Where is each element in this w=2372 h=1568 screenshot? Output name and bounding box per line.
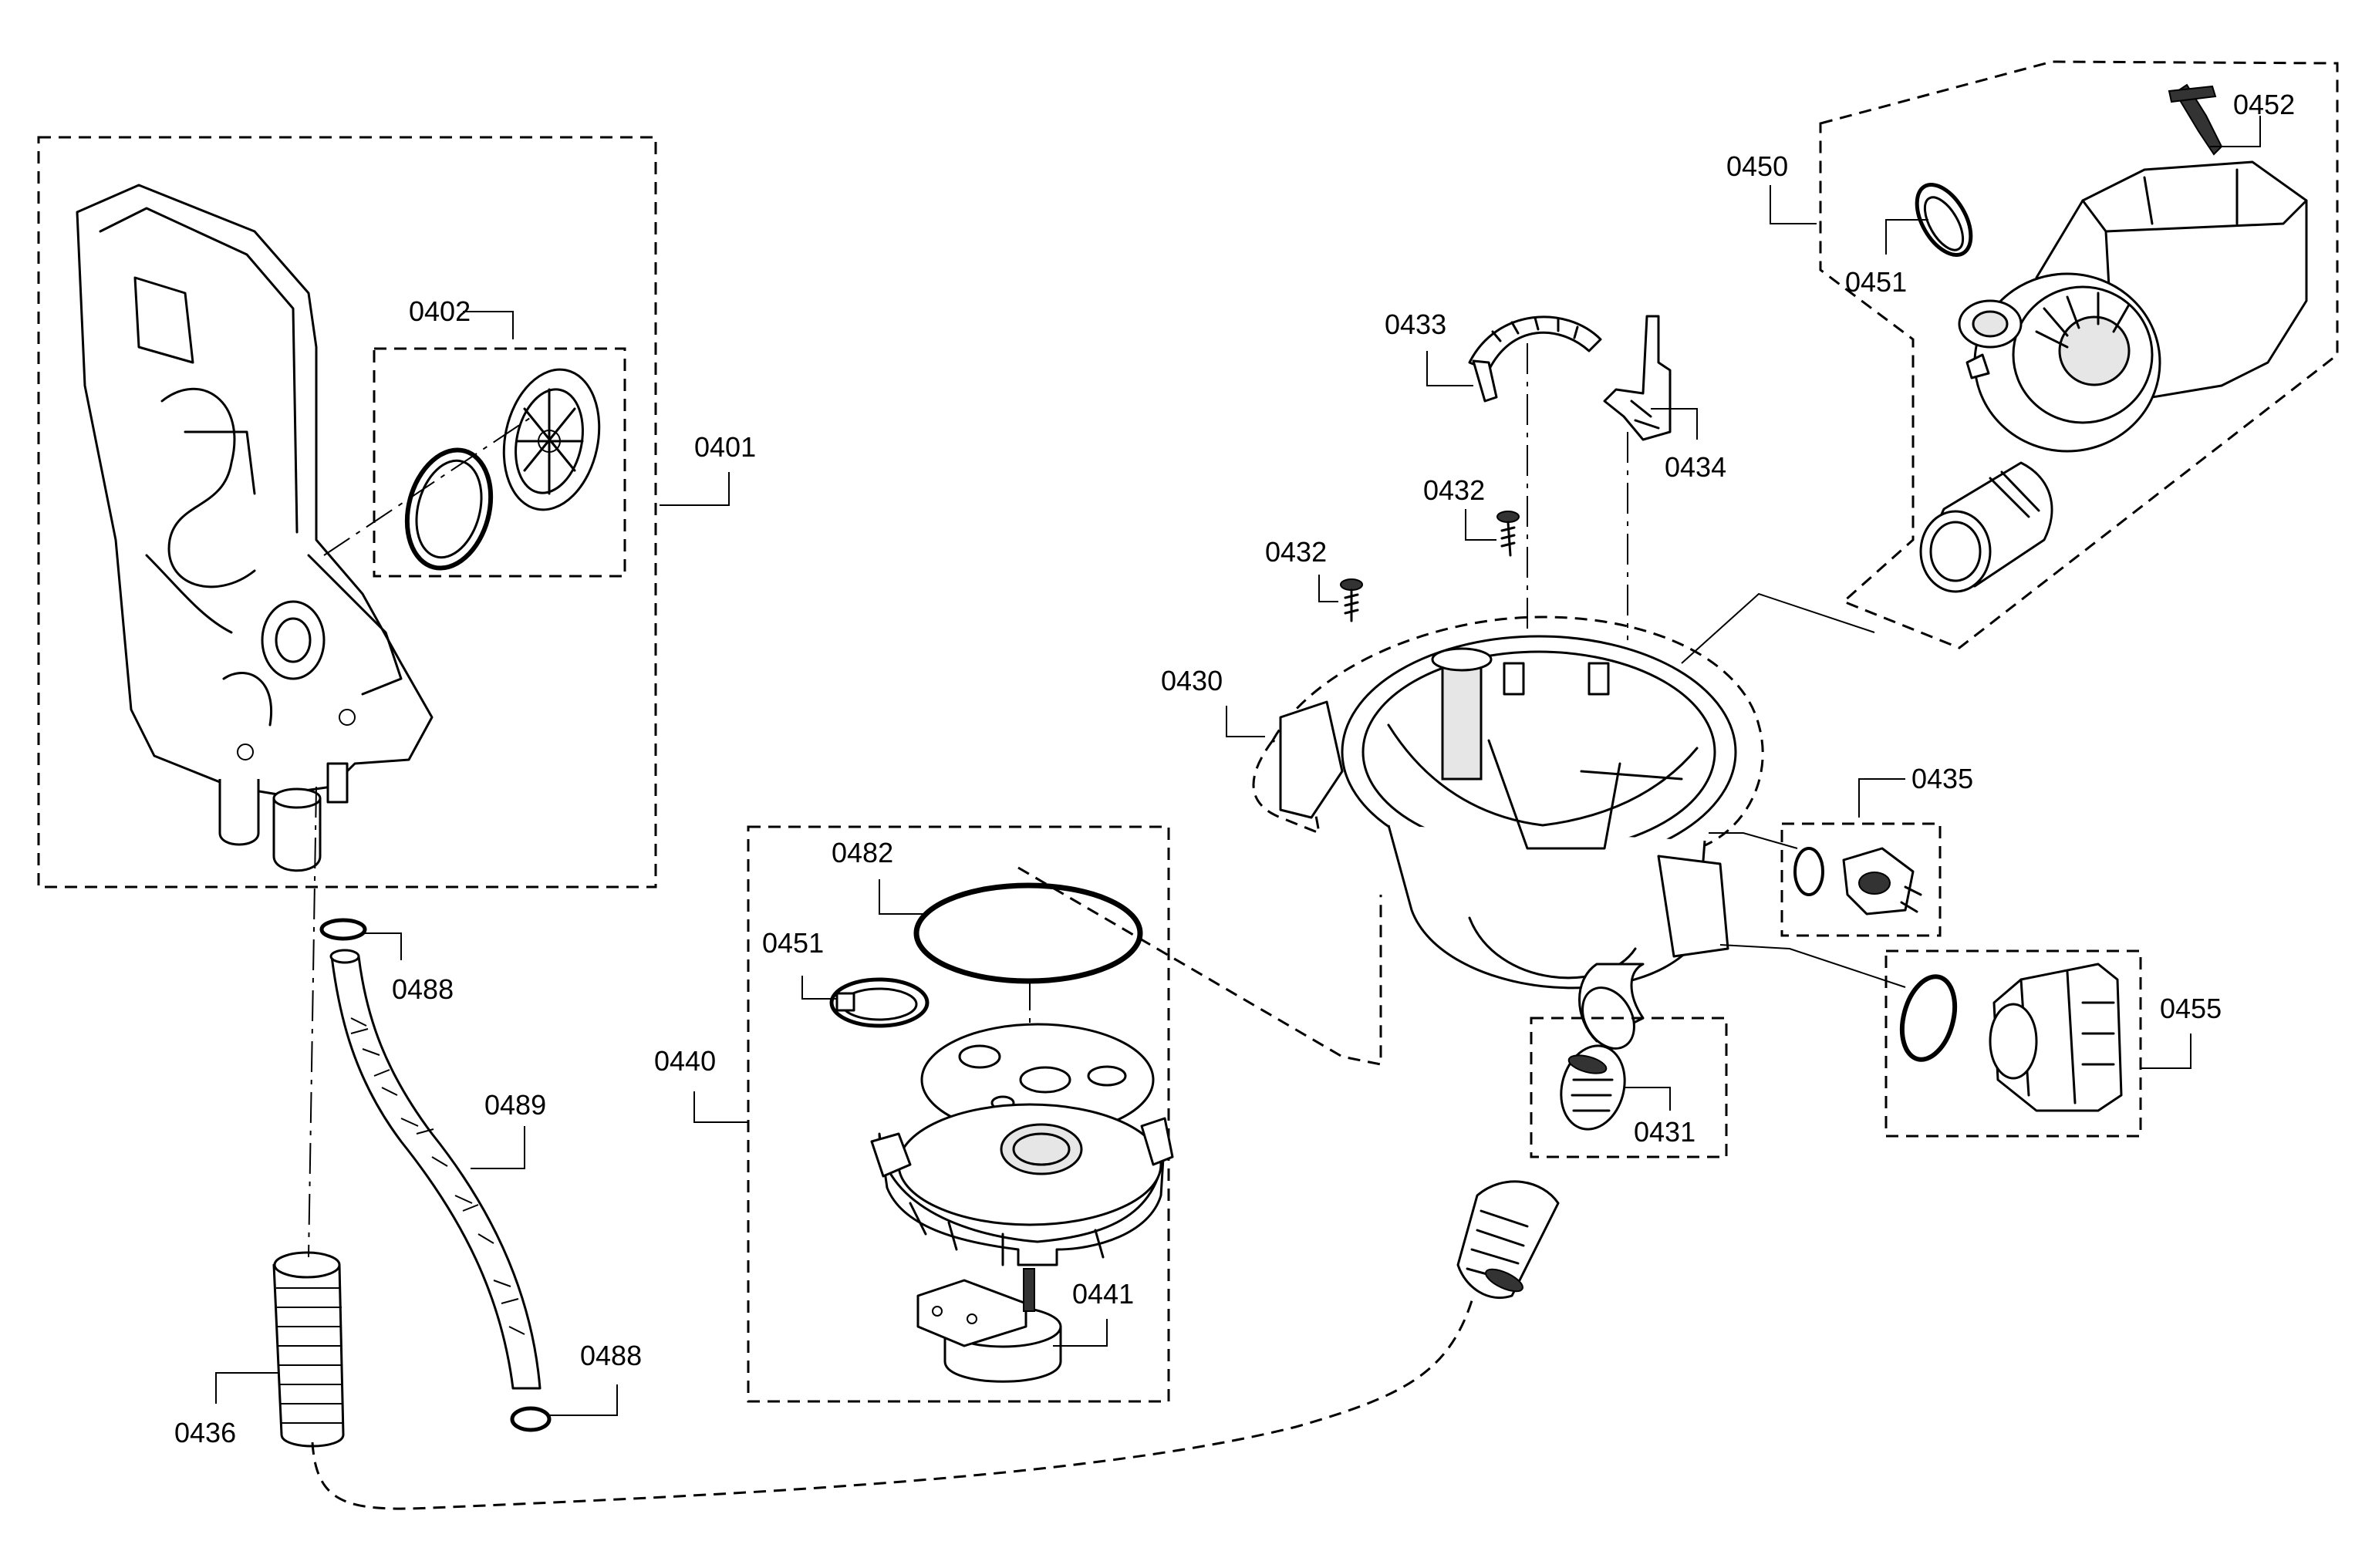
leader-0402 <box>463 311 514 339</box>
label-0488-bottom[interactable]: 0488 <box>580 1340 642 1371</box>
label-0440[interactable]: 0440 <box>654 1045 716 1077</box>
part-0440-heater-plate[interactable] <box>870 980 1174 1266</box>
part-0433-clip[interactable] <box>1468 315 1602 403</box>
label-0434[interactable]: 0434 <box>1665 451 1726 483</box>
label-0451-left[interactable]: 0451 <box>762 927 824 959</box>
part-0450-circulation-pump[interactable] <box>1919 160 2308 593</box>
part-0441-motor[interactable] <box>916 1268 1062 1383</box>
leader-0452 <box>2210 116 2261 147</box>
leader-0488-top <box>363 932 402 960</box>
leader-0455 <box>2141 1034 2191 1069</box>
label-0431[interactable]: 0431 <box>1634 1116 1695 1148</box>
leader-0488-bottom <box>549 1384 618 1416</box>
label-0441[interactable]: 0441 <box>1072 1278 1134 1310</box>
part-0402-cover[interactable] <box>491 361 612 519</box>
group-0455-boundary <box>1884 949 2142 1138</box>
group-0435-boundary <box>1780 822 1942 937</box>
leader-0434 <box>1651 408 1698 440</box>
part-0489-hose[interactable] <box>329 949 542 1390</box>
label-0430[interactable]: 0430 <box>1161 665 1223 696</box>
part-0455-drain-pump[interactable] <box>1894 963 2123 1112</box>
part-0451-hose-clamp-right[interactable] <box>1906 176 1982 265</box>
label-0432-left[interactable]: 0432 <box>1265 536 1327 568</box>
leader-0431 <box>1624 1087 1671 1111</box>
leader-0430 <box>1226 706 1265 737</box>
leader-0432-right <box>1465 509 1496 541</box>
label-0435[interactable]: 0435 <box>1911 763 1973 794</box>
group-0401-boundary <box>37 136 657 889</box>
part-0431-check-valve[interactable] <box>1552 1039 1634 1137</box>
leader-0489 <box>471 1126 525 1169</box>
label-0402[interactable]: 0402 <box>409 295 471 327</box>
label-0451-right[interactable]: 0451 <box>1845 266 1907 298</box>
label-0432-right[interactable]: 0432 <box>1423 474 1485 506</box>
group-0440-boundary <box>747 825 1170 1403</box>
leader-0441 <box>1053 1319 1108 1347</box>
leader-0451-right <box>1885 219 1928 255</box>
label-0433[interactable]: 0433 <box>1385 309 1446 340</box>
label-0436[interactable]: 0436 <box>174 1417 236 1448</box>
part-0430-sump[interactable] <box>1279 635 1737 1057</box>
part-0436-corrugated-hose[interactable] <box>272 1251 345 1448</box>
label-0452[interactable]: 0452 <box>2233 89 2295 120</box>
group-0402-boundary <box>373 347 626 578</box>
assembly-path-0440 <box>1017 866 1382 1066</box>
group-0431-boundary <box>1530 1017 1728 1158</box>
leader-0401 <box>660 472 730 506</box>
label-0482[interactable]: 0482 <box>832 837 893 868</box>
part-0488-clamp-top[interactable] <box>319 918 367 941</box>
label-0488-top[interactable]: 0488 <box>392 973 454 1005</box>
leader-0433 <box>1426 351 1473 386</box>
leader-0436 <box>215 1372 278 1404</box>
part-0488-clamp-bottom[interactable] <box>510 1406 552 1432</box>
assembly-path-0450 <box>1681 592 1875 664</box>
assembly-axis-0436 <box>308 786 317 1258</box>
label-0450[interactable]: 0450 <box>1726 150 1788 182</box>
leader-0450 <box>1770 185 1817 224</box>
label-0489[interactable]: 0489 <box>484 1089 546 1121</box>
leader-0440 <box>693 1091 748 1123</box>
part-0482-gasket[interactable] <box>913 882 1143 984</box>
part-0435-sensor[interactable] <box>1793 847 1922 916</box>
part-0432-screw-right[interactable] <box>1496 511 1520 557</box>
part-0451-hose-clamp-left[interactable] <box>829 977 930 1028</box>
part-0401-housing[interactable] <box>76 184 434 872</box>
label-0401[interactable]: 0401 <box>694 431 756 463</box>
part-0434-flap[interactable] <box>1603 315 1672 441</box>
group-0401 <box>37 136 657 889</box>
assembly-axis-0402 <box>323 416 533 556</box>
part-0431-drain-fitting[interactable] <box>1456 1180 1560 1300</box>
assembly-path-0455 <box>1719 944 1906 988</box>
leader-0432-left <box>1318 575 1338 602</box>
assembly-path-0435 <box>1709 832 1798 849</box>
group-0450-boundary <box>1819 60 2339 649</box>
leader-0435 <box>1858 778 1905 818</box>
part-0432-screw-left[interactable] <box>1340 578 1363 622</box>
leader-0451-left <box>801 976 837 1000</box>
label-0455[interactable]: 0455 <box>2160 993 2222 1024</box>
leader-0482 <box>879 879 926 915</box>
part-0452-latch[interactable] <box>2168 83 2223 156</box>
drain-route <box>311 1295 1475 1510</box>
part-0402-seal-ring[interactable] <box>395 440 504 578</box>
